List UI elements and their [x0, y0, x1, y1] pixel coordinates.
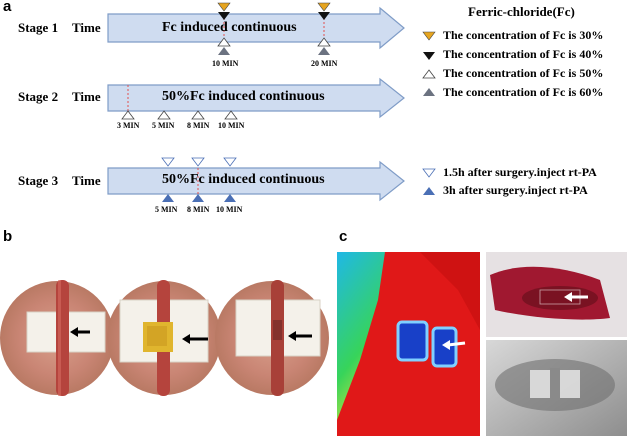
blue-up-triangle-icon: [224, 194, 236, 202]
legend-fc-40: The concentration of Fc is 40%: [443, 47, 604, 61]
white-up-triangle-icon: [422, 69, 436, 79]
orange-down-triangle-icon: [422, 31, 436, 41]
black-down-triangle-icon: [218, 12, 230, 20]
vessel-photo-1: [0, 280, 114, 396]
white-up-triangle-icon: [217, 37, 231, 47]
white-down-triangle-icon: [422, 168, 436, 178]
stage-3-arrow-text: 50%Fc induced continuous: [162, 172, 325, 187]
white-down-triangle-icon: [223, 157, 237, 167]
gray-up-triangle-icon: [423, 88, 435, 96]
legend-rtpa-3h: 3h after surgery.inject rt-PA: [443, 183, 588, 197]
panel-a-letter: a: [3, 0, 12, 15]
stage-1-min-10: 10 MIN: [212, 59, 239, 68]
white-down-triangle-icon: [161, 157, 175, 167]
stage-3-label: Stage 3: [18, 173, 59, 188]
stage-3-time: Time: [72, 173, 101, 188]
grayscale-photo: [486, 340, 627, 436]
surgery-photo: [486, 252, 627, 337]
stage-3-arrow: [107, 160, 405, 202]
orange-down-triangle-icon: [317, 2, 331, 12]
stage-1-time: Time: [72, 20, 101, 35]
stage-2-arrow: [107, 77, 405, 119]
legend-fc-50: The concentration of Fc is 50%: [443, 66, 604, 80]
blue-up-triangle-icon: [162, 194, 174, 202]
legend-fc-60: The concentration of Fc is 60%: [443, 85, 604, 99]
legend-title: Ferric-chloride(Fc): [468, 4, 575, 19]
stage-2-min-3: 3 MIN: [117, 121, 140, 130]
stage-3-min-8: 8 MIN: [187, 205, 210, 214]
white-up-triangle-icon: [191, 110, 205, 120]
stage-2-label: Stage 2: [18, 89, 59, 104]
stage-2-time: Time: [72, 89, 101, 104]
stage-1-arrow-text: Fc induced continuous: [162, 20, 297, 35]
stage-3-min-10: 10 MIN: [216, 205, 243, 214]
blue-up-triangle-icon: [192, 194, 204, 202]
stage-1-arrow: [107, 6, 405, 50]
legend-rtpa-1-5h: 1.5h after surgery.inject rt-PA: [443, 165, 597, 179]
panel-c-letter: c: [339, 228, 348, 245]
orange-down-triangle-icon: [217, 2, 231, 12]
gray-up-triangle-icon: [318, 47, 330, 55]
white-down-triangle-icon: [191, 157, 205, 167]
vessel-photo-2: [107, 280, 221, 396]
stage-3-min-5: 5 MIN: [155, 205, 178, 214]
white-up-triangle-icon: [317, 37, 331, 47]
stage-2-min-10: 10 MIN: [218, 121, 245, 130]
black-down-triangle-icon: [318, 12, 330, 20]
vessel-photo-3: [215, 280, 329, 396]
panel-b-letter: b: [3, 228, 13, 245]
stage-1-label: Stage 1: [18, 20, 59, 35]
stage-1-min-20: 20 MIN: [311, 59, 338, 68]
gray-up-triangle-icon: [218, 47, 230, 55]
legend-fc-30: The concentration of Fc is 30%: [443, 28, 604, 42]
stage-2-arrow-text: 50%Fc induced continuous: [162, 89, 325, 104]
stage-2-min-5: 5 MIN: [152, 121, 175, 130]
blue-up-triangle-icon: [423, 187, 435, 195]
white-up-triangle-icon: [157, 110, 171, 120]
black-down-triangle-icon: [423, 52, 435, 60]
white-up-triangle-icon: [121, 110, 135, 120]
white-up-triangle-icon: [224, 110, 238, 120]
stage-2-min-8: 8 MIN: [187, 121, 210, 130]
thermal-image: [337, 252, 480, 436]
